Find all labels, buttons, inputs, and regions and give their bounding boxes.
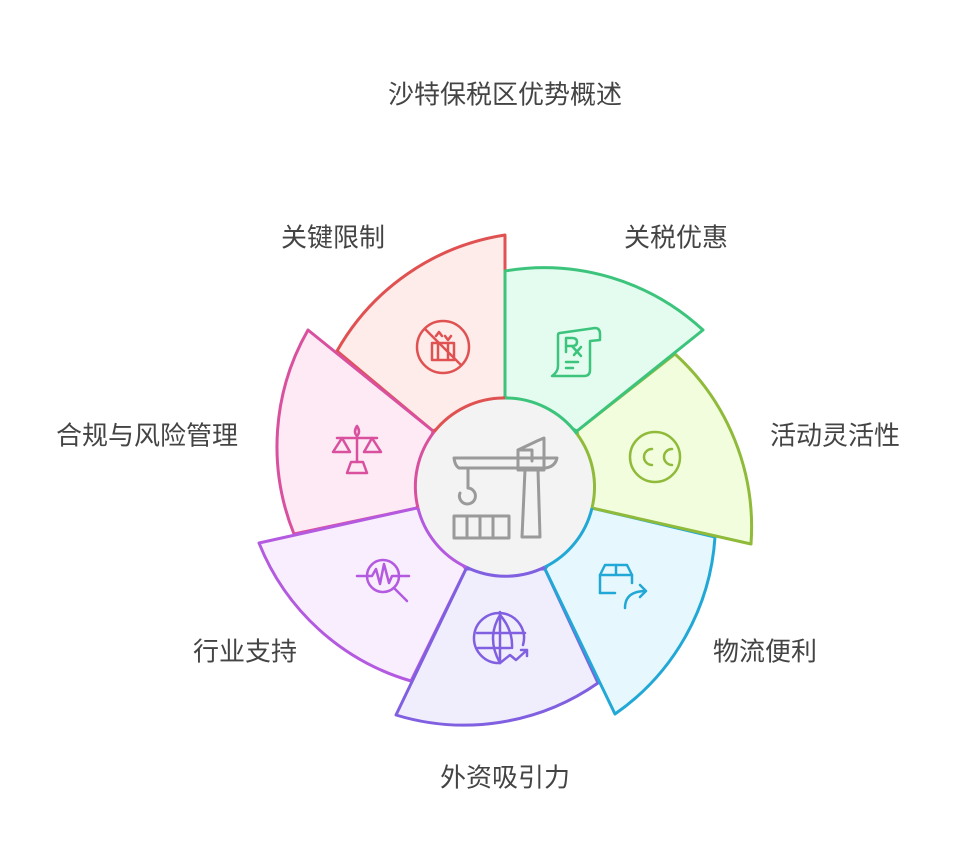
wedge-industry-support xyxy=(257,506,468,683)
pulse-search-icon xyxy=(355,558,411,603)
prescription-scroll-icon xyxy=(550,326,602,378)
center-circle xyxy=(416,398,594,576)
segment-label-logistics: 物流便利 xyxy=(712,637,818,668)
segment-label-industry-support: 行业支持 xyxy=(192,637,298,668)
wedge-logistics xyxy=(543,506,717,716)
segment-label-flexibility: 活动灵活性 xyxy=(769,421,901,452)
globe-trend-icon xyxy=(472,610,529,665)
cc-circle-icon xyxy=(628,430,682,484)
segment-label-foreign-investment: 外资吸引力 xyxy=(439,763,571,794)
balance-scale-icon xyxy=(331,424,383,475)
diagram-title: 沙特保税区优势概述 xyxy=(387,80,623,111)
wedge-flexibility xyxy=(575,352,754,546)
segment-label-tariff: 关税优惠 xyxy=(623,223,729,254)
port-crane-icon xyxy=(452,436,559,540)
segment-label-compliance-risk: 合规与风险管理 xyxy=(55,421,239,452)
wedge-tariff xyxy=(503,266,705,433)
segment-label-key-restrictions: 关键限制 xyxy=(280,223,386,254)
no-cargo-icon xyxy=(415,319,471,375)
package-forward-icon xyxy=(598,563,648,610)
